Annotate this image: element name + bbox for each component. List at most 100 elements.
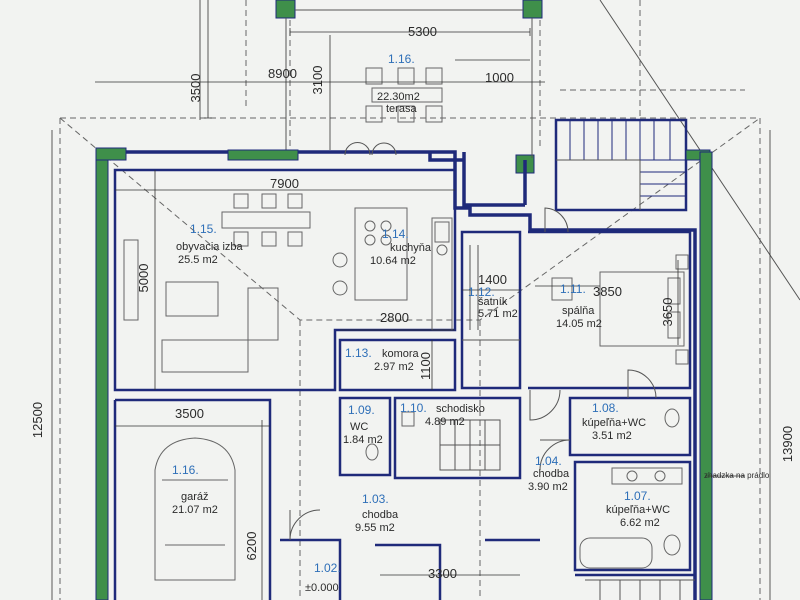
room-area: 14.05 m2 <box>556 318 602 330</box>
room-name: garáž <box>181 491 209 503</box>
room-name: WC <box>350 421 368 433</box>
staircase-lower <box>585 579 695 600</box>
room-area: 2.97 m2 <box>374 361 414 373</box>
sofa <box>123 239 279 373</box>
room-name: terasa <box>386 103 417 115</box>
room-102: 1.02. ±0.000 <box>305 561 341 594</box>
dimension-labels: 5300 3500 8900 3100 1000 7900 5000 1400 … <box>30 24 795 581</box>
bed <box>551 254 689 365</box>
room-name: kúpeľňa+WC <box>606 504 670 516</box>
bathtub <box>579 537 653 569</box>
dim-6200: 6200 <box>244 532 259 561</box>
room-garaz: 1.16. garáž 21.07 m2 <box>172 463 218 516</box>
room-name: chodba <box>362 509 399 521</box>
double-sink <box>611 467 683 485</box>
insulation-east <box>699 151 713 600</box>
room-name: šatník <box>478 296 508 308</box>
room-number: 1.16. <box>388 52 415 66</box>
room-name: obyvacia izba <box>176 241 244 253</box>
room-area: 9.55 m2 <box>355 522 395 534</box>
room-name: kuchyňa <box>390 242 432 254</box>
dim-3100: 3100 <box>310 66 325 95</box>
room-labels: 1.16. 22.30m2 terasa 1.15. obyvacia izba… <box>172 52 770 594</box>
room-kupelna-107: 1.07. kúpeľňa+WC 6.62 m2 <box>606 489 670 529</box>
dim-1100: 1100 <box>418 352 433 380</box>
dim-3500-left: 3500 <box>188 74 203 103</box>
column-left <box>275 0 296 19</box>
dim-1400: 1400 <box>478 272 507 287</box>
room-area: 3.90 m2 <box>528 481 568 493</box>
bath-fixtures <box>365 408 683 569</box>
toilet-1 <box>663 534 681 556</box>
corner-nw <box>95 147 127 161</box>
room-area: 3.51 m2 <box>592 430 632 442</box>
dim-8900: 8900 <box>268 66 297 81</box>
room-area: 22.30m2 <box>377 91 420 103</box>
room-name: chodba <box>533 468 570 480</box>
insulation-west <box>95 149 109 600</box>
room-number: 1.08. <box>592 401 619 415</box>
furniture <box>123 193 695 600</box>
room-area: 4.89 m2 <box>425 416 465 428</box>
room-area: 1.84 m2 <box>343 434 383 446</box>
room-area: 25.5 m2 <box>178 254 218 266</box>
room-name: komora <box>382 348 420 360</box>
room-terasa: 1.16. 22.30m2 terasa <box>377 52 420 115</box>
dim-1000: 1000 <box>485 70 514 85</box>
toilet-2 <box>664 408 680 428</box>
room-number: 1.02. <box>314 561 341 575</box>
room-number: 1.03. <box>362 492 389 506</box>
room-area: 10.64 m2 <box>370 255 416 267</box>
room-number: 1.07. <box>624 489 651 503</box>
room-wc: 1.09. WC 1.84 m2 <box>343 403 383 446</box>
dining-table <box>221 193 311 247</box>
wardrobe <box>462 245 520 341</box>
room-chodba-104: 1.04. chodba 3.90 m2 <box>528 454 570 493</box>
room-area: 6.62 m2 <box>620 517 660 529</box>
doors <box>289 142 657 541</box>
dim-12500: 12500 <box>30 402 45 438</box>
kitchen-island <box>332 207 408 301</box>
staircase-upper <box>554 118 688 212</box>
room-number: 1.15. <box>190 222 217 236</box>
room-number: 1.10. <box>400 401 427 415</box>
terrace-table <box>365 67 443 123</box>
car <box>154 437 236 581</box>
exterior-walls <box>95 147 713 600</box>
room-schodisko: 1.10. schodisko 4.89 m2 <box>400 401 485 428</box>
room-name: schodisko <box>436 403 485 415</box>
room-obyvacia-izba: 1.15. obyvacia izba 25.5 m2 <box>176 222 244 266</box>
dim-13900: 13900 <box>780 426 795 462</box>
toilet-wc <box>365 443 379 461</box>
room-kuchyna: 1.14. kuchyňa 10.64 m2 <box>370 227 432 267</box>
room-chodba-103: 1.03. chodba 9.55 m2 <box>355 492 399 534</box>
room-number: 1.09. <box>348 403 375 417</box>
dim-5300: 5300 <box>408 24 437 39</box>
room-area: 21.07 m2 <box>172 504 218 516</box>
room-number: 1.11. <box>560 282 586 296</box>
dim-5000: 5000 <box>136 264 151 293</box>
drain-note: zhadzka na prádlo <box>704 471 770 480</box>
room-kupelna-108: 1.08. kúpeľňa+WC 3.51 m2 <box>582 401 646 442</box>
chair <box>551 277 573 301</box>
dim-7900: 7900 <box>270 176 299 191</box>
dim-3300: 3300 <box>428 566 457 581</box>
interior-walls <box>113 168 695 600</box>
room-komora: 1.13. komora 2.97 m2 <box>345 346 420 373</box>
sink <box>401 411 415 427</box>
room-number: 1.14. <box>382 227 409 241</box>
room-name: spálňa <box>562 305 595 317</box>
staircase-inner <box>439 419 501 471</box>
kitchen-counter <box>431 217 453 331</box>
room-name: kúpeľňa+WC <box>582 417 646 429</box>
roof-outline <box>59 0 800 600</box>
room-number: 1.13. <box>345 346 372 360</box>
room-number: 1.16. <box>172 463 199 477</box>
window-north-1 <box>227 149 299 161</box>
room-level: ±0.000 <box>305 582 339 594</box>
column-right <box>522 0 543 19</box>
room-area: 5.71 m2 <box>478 308 518 320</box>
dimension-lines <box>51 0 771 600</box>
dim-3650: 3650 <box>660 298 675 327</box>
tv-unit <box>123 239 139 321</box>
